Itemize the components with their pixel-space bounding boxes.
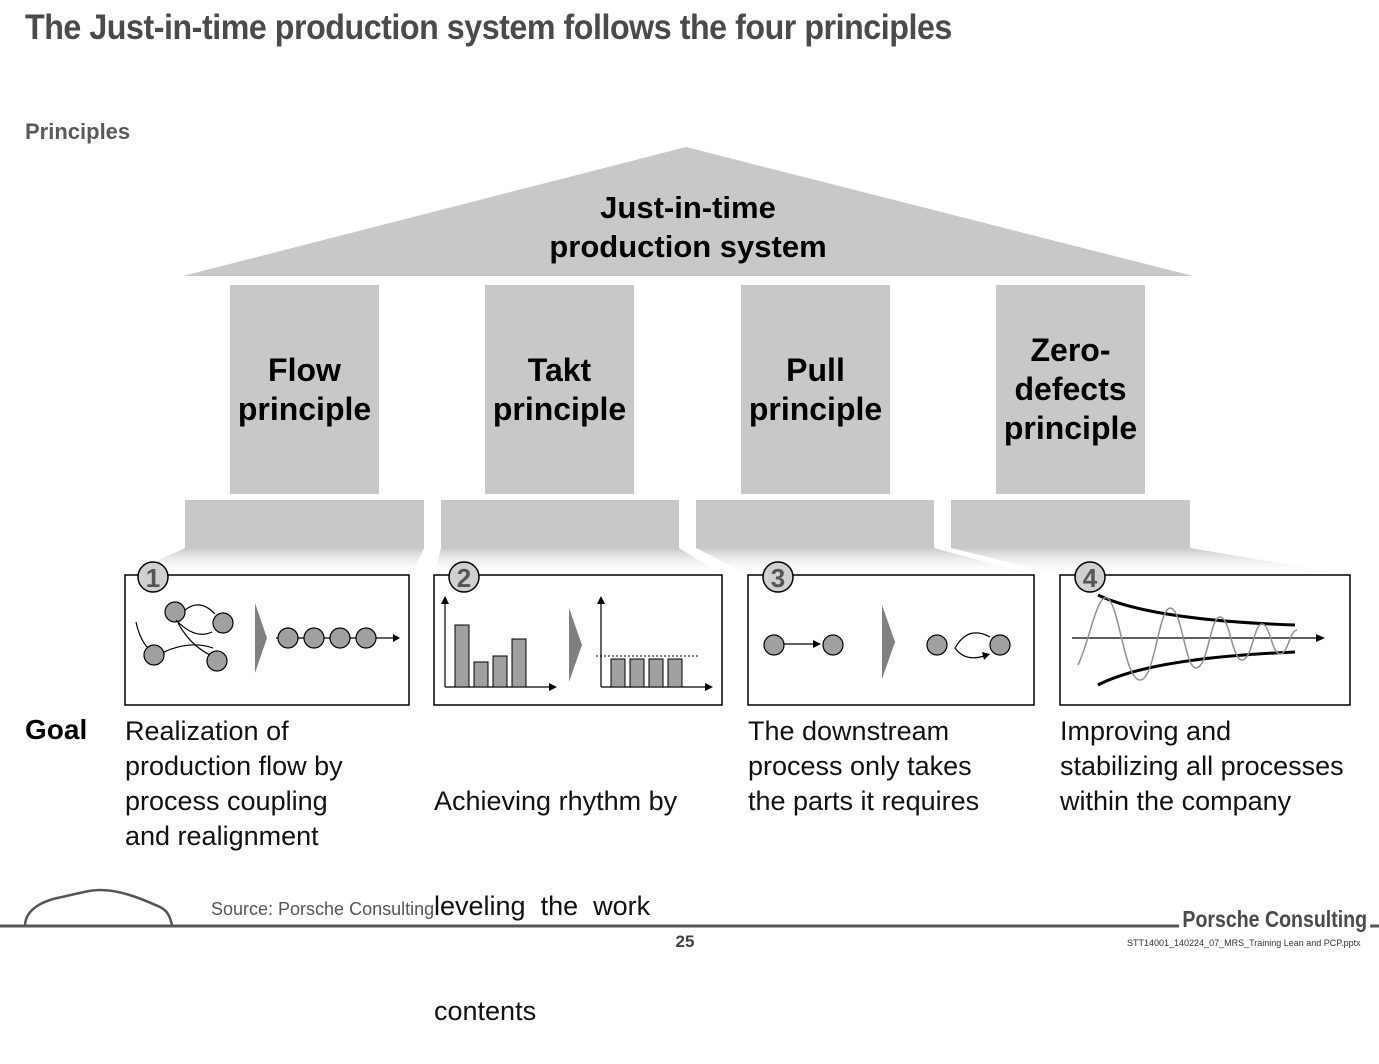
- section-subtitle: Principles: [25, 119, 131, 144]
- pillar-pull-line-2: principle: [748, 390, 883, 427]
- goal-takt-line-2: leveling the work: [434, 891, 651, 921]
- pillar-base-3: [696, 500, 934, 548]
- funnel-2: [434, 548, 722, 575]
- pillar-zero-defects: Zero- defects principle: [996, 285, 1145, 494]
- file-name: STT14001_140224_07_MRS_Training Lean and…: [1127, 938, 1361, 948]
- badge-number-1: 1: [146, 563, 160, 593]
- pillar-takt-line-1: Takt: [527, 351, 592, 388]
- goal-text-takt: Achieving rhythm by leveling the work co…: [434, 714, 734, 1064]
- goal-pull-line-3: the parts it requires: [748, 786, 980, 816]
- pillar-takt: Takt principle: [485, 285, 634, 494]
- brand-logo: Porsche Consulting: [1179, 906, 1371, 933]
- roof-line-1: Just-in-time: [600, 190, 776, 225]
- source-note: Source: Porsche Consulting: [211, 899, 435, 919]
- goal-pull-line-2: process only takes: [748, 751, 972, 781]
- pull-principle-icon: [747, 574, 1035, 706]
- goal-flow-line-4: and realignment: [125, 821, 319, 851]
- goal-text-flow: Realization of production flow by proces…: [125, 714, 415, 854]
- takt-leveling-icon: [433, 574, 723, 706]
- goal-flow-line-2: production flow by: [125, 751, 343, 781]
- goal-text-pull: The downstream process only takes the pa…: [748, 714, 1048, 819]
- goal-text-zero-defects: Improving and stabilizing all processes …: [1060, 714, 1370, 819]
- number-badge-3: [762, 561, 794, 593]
- page-title: The Just-in-time production system follo…: [25, 8, 952, 47]
- goal-flow-line-3: process coupling: [125, 786, 328, 816]
- pillar-zero-defects-line-3: principle: [1003, 410, 1138, 446]
- pillar-base-2: [441, 500, 679, 548]
- zero-defects-icon: [1059, 574, 1351, 706]
- car-silhouette-icon: [23, 888, 174, 926]
- goal-zero-defects-line-3: within the company: [1060, 786, 1292, 816]
- goal-takt-line-3: contents: [434, 996, 537, 1026]
- goal-takt-line-1: Achieving rhythm by: [434, 786, 678, 816]
- goal-zero-defects-line-2: stabilizing all processes: [1060, 751, 1344, 781]
- roof: [183, 147, 1193, 276]
- number-badge-2: [448, 561, 480, 593]
- goal-label: Goal: [25, 714, 88, 745]
- pillar-flow-line-2: principle: [237, 390, 372, 427]
- goal-flow-line-1: Realization of: [125, 716, 289, 746]
- pillar-takt-line-2: principle: [492, 390, 627, 427]
- pillar-zero-defects-line-1: Zero-: [1030, 332, 1111, 368]
- number-badge-4: [1074, 561, 1106, 593]
- goal-pull-line-1: The downstream: [748, 716, 950, 746]
- badge-number-4: 4: [1083, 563, 1098, 593]
- funnel-1: [126, 548, 424, 575]
- house-diagram: 1 2 3 4: [0, 147, 1379, 928]
- roof-line-2: production system: [549, 229, 827, 264]
- badge-number-3: 3: [771, 563, 785, 593]
- pillar-pull-line-1: Pull: [786, 351, 845, 388]
- funnel-4: [951, 548, 1350, 575]
- badge-number-2: 2: [457, 563, 471, 593]
- pillar-base-4: [951, 500, 1190, 548]
- pillar-zero-defects-line-2: defects: [1014, 371, 1127, 407]
- flow-diagram-icon: [124, 574, 410, 706]
- page-number: 25: [675, 932, 695, 951]
- pillar-flow-line-1: Flow: [268, 351, 341, 388]
- pillar-base-1: [185, 500, 424, 548]
- number-badge-1: [137, 561, 169, 593]
- goal-zero-defects-line-1: Improving and: [1060, 716, 1232, 746]
- pillar-pull: Pull principle: [741, 285, 890, 494]
- roof-label: Just-in-time production system: [488, 188, 888, 266]
- pillar-flow: Flow principle: [230, 285, 379, 494]
